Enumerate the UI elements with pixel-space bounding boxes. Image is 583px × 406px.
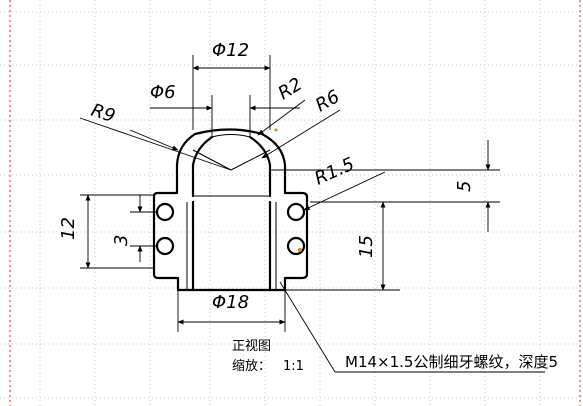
dimension-lines	[79, 55, 545, 373]
dim-3: 3	[111, 235, 132, 246]
hole-top-left[interactable]	[155, 202, 175, 222]
hole-marker	[298, 248, 302, 252]
thread-note: M14×1.5公制细牙螺纹，深度5	[345, 353, 558, 371]
dim-r6: R6	[312, 86, 343, 116]
scale-label: 缩放：	[232, 358, 271, 374]
dim-r9: R9	[88, 100, 117, 127]
dim-5: 5	[454, 181, 475, 192]
dim-r1-5: R1.5	[311, 154, 357, 190]
part-outline[interactable]	[152, 128, 309, 292]
dim-phi6: Φ6	[150, 82, 176, 103]
view-label: 正视图	[232, 339, 271, 354]
fillet-marker	[274, 128, 278, 132]
dim-12: 12	[58, 217, 79, 240]
dim-phi18: Φ18	[212, 292, 249, 313]
dim-r2: R2	[275, 74, 306, 105]
scale-value: 1:1	[283, 359, 304, 374]
hole-top-right[interactable]	[286, 202, 306, 222]
hole-bottom-right[interactable]	[286, 236, 306, 256]
dim-15: 15	[356, 235, 377, 258]
dim-phi12: Φ12	[212, 40, 249, 61]
hole-bottom-left[interactable]	[155, 236, 175, 256]
